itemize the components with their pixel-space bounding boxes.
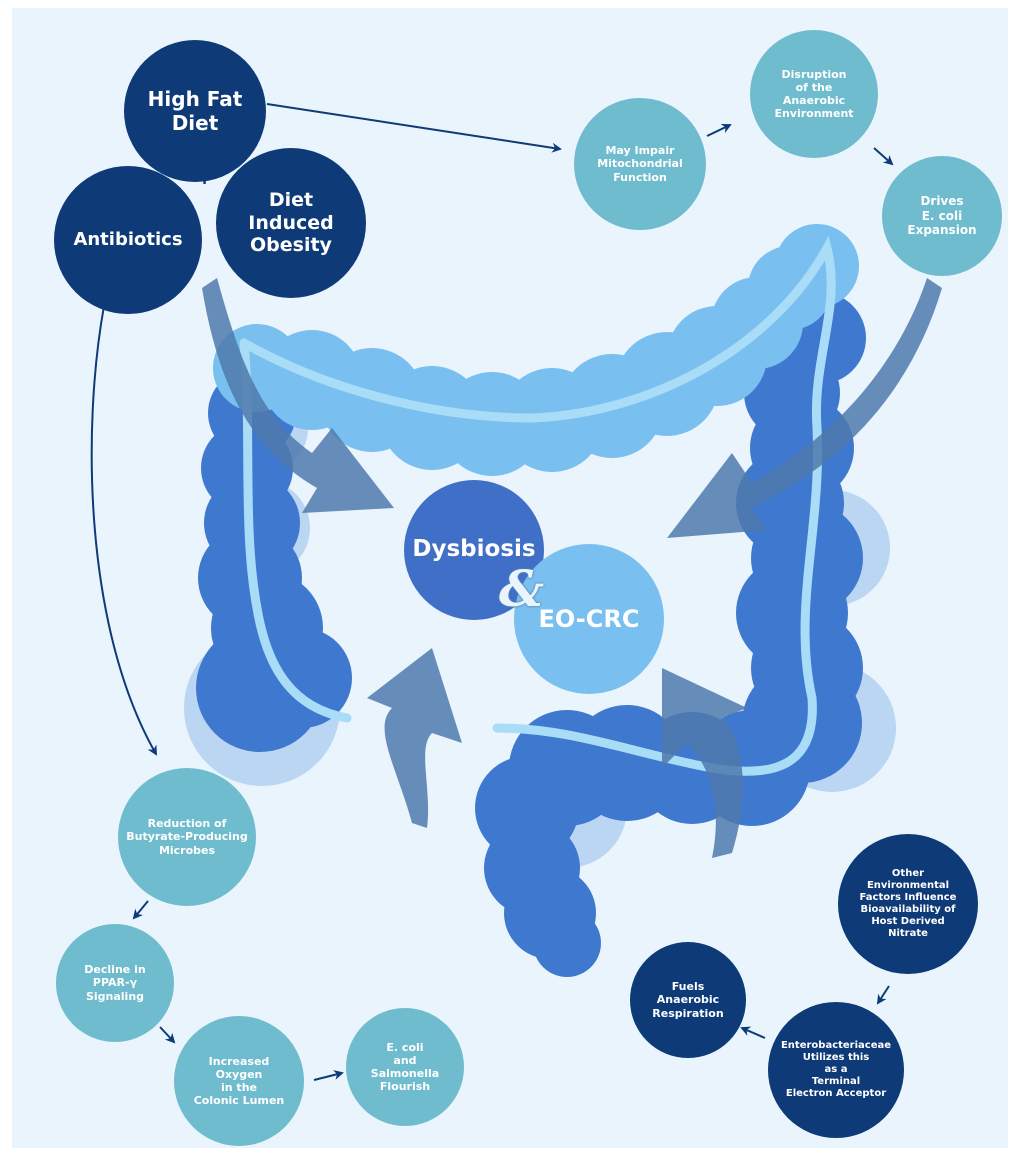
arrow-oxygen-to-ecoli xyxy=(314,1073,342,1080)
node-anaerobic-disruption: Disruption of the Anaerobic Environment xyxy=(750,30,878,158)
arrow-disruption-to-ecoli xyxy=(874,148,892,164)
arrow-antibiotics-to-butyrate xyxy=(92,306,156,754)
diagram-canvas: High Fat Diet + Antibiotics Diet Induced… xyxy=(12,8,1008,1148)
arrow-ppar-to-oxygen xyxy=(160,1027,174,1042)
arrow-entero-to-fuels xyxy=(742,1028,765,1038)
big-arrow-bottom-left xyxy=(367,648,462,828)
node-ecoli-salmonella: E. coli and Salmonella Flourish xyxy=(346,1008,464,1126)
arrow-hfd-to-mito xyxy=(267,104,560,149)
node-enterobacteriaceae: Enterobacteriaceae Utilizes this as a Te… xyxy=(768,1002,904,1138)
arrow-butyrate-to-ppar xyxy=(134,901,148,918)
node-mitochondrial-function: May Impair Mitochondrial Function xyxy=(574,98,706,230)
arrow-mito-to-disruption xyxy=(707,125,730,136)
ampersand: & xyxy=(499,564,544,614)
node-ppar-decline: Decline in PPAR-γ Signaling xyxy=(56,924,174,1042)
node-increased-oxygen: Increased Oxygen in the Colonic Lumen xyxy=(174,1016,304,1146)
arrow-nitrate-to-entero xyxy=(878,986,889,1003)
node-drives-ecoli-expansion: Drives E. coli Expansion xyxy=(882,156,1002,276)
node-butyrate-reduction: Reduction of Butyrate-Producing Microbes xyxy=(118,768,256,906)
node-antibiotics: Antibiotics xyxy=(54,166,202,314)
plus-sign: + xyxy=(192,160,217,190)
node-diet-induced-obesity: Diet Induced Obesity xyxy=(216,148,366,298)
node-environmental-factors: Other Environmental Factors Influence Bi… xyxy=(838,834,978,974)
node-fuels-anaerobic-respiration: Fuels Anaerobic Respiration xyxy=(630,942,746,1058)
